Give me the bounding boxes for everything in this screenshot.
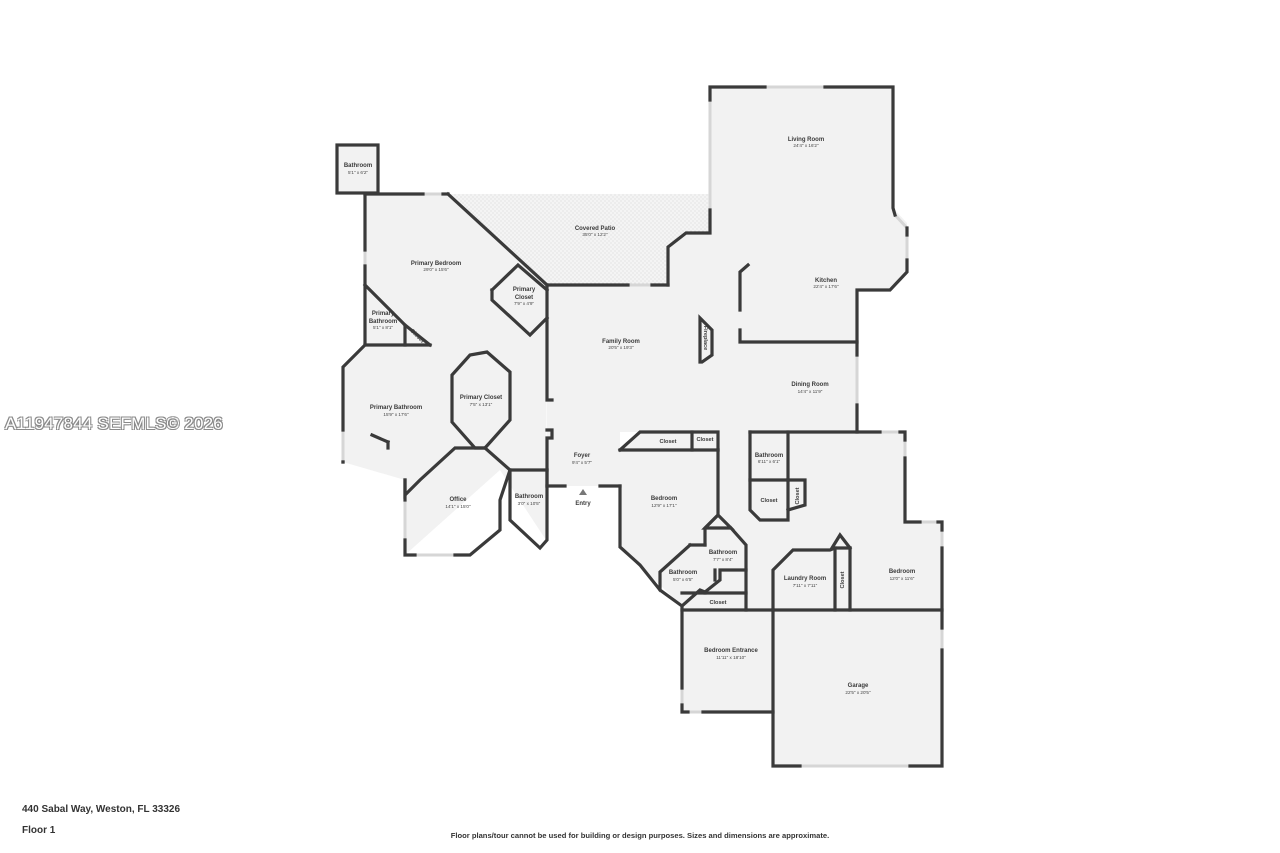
room-bathroom-mid1-dims: 7'7" x 8'4" <box>713 557 733 562</box>
room-bathroom-hall-name: Bathroom <box>515 494 543 500</box>
room-garage-dims: 22'5" x 20'5" <box>845 690 871 695</box>
room-laundry-room-name: Laundry Room <box>784 576 826 582</box>
room-bedroom-left-dims: 12'9" x 17'1" <box>651 503 677 508</box>
room-primary-bathroom-dims: 15'9" x 17'6" <box>383 412 409 417</box>
room-primary-closet-small-name1: Primary <box>513 287 536 293</box>
property-address: 440 Sabal Way, Weston, FL 33326 <box>22 804 181 815</box>
room-bathroom-mid1-name: Bathroom <box>709 550 737 556</box>
room-primary-bathroom-small-dims: 5'1" x 8'1" <box>373 325 393 330</box>
covered-patio-floor <box>448 194 710 285</box>
room-bathroom-mid2-dims: 5'0" x 6'5" <box>673 577 693 582</box>
closet-label: Closet <box>795 487 801 504</box>
entry-arrow-icon <box>579 489 587 495</box>
room-bedroom-entrance-dims: 11'11" x 18'10" <box>716 655 746 660</box>
room-primary-closet-dims: 7'5" x 13'1" <box>470 402 493 407</box>
room-dining-room-name: Dining Room <box>791 382 828 388</box>
room-living-room-name: Living Room <box>788 137 824 143</box>
room-bathroom-top-name: Bathroom <box>344 163 372 169</box>
closet-label: Closet <box>709 600 726 606</box>
room-office-name: Office <box>449 497 467 503</box>
closet-label: Closet <box>659 439 676 445</box>
room-labels: Bathroom 5'1" x 6'2" Living Room 24'4" x… <box>344 137 915 695</box>
room-bedroom-right-dims: 12'0" x 11'6" <box>890 576 915 581</box>
room-bedroom-entrance-name: Bedroom Entrance <box>704 648 758 654</box>
room-garage-name: Garage <box>848 683 869 689</box>
room-bedroom-right-name: Bedroom <box>889 569 915 575</box>
room-living-room-dims: 24'4" x 16'2" <box>793 143 819 148</box>
room-primary-bedroom-dims: 29'0" x 15'6" <box>423 267 449 272</box>
room-primary-bathroom-name: Primary Bathroom <box>370 405 422 411</box>
room-primary-bathroom-small-name1: Primary <box>372 311 395 317</box>
room-primary-closet-small-dims: 7'9" x 4'9" <box>514 301 534 306</box>
room-primary-closet-small-name2: Closet <box>515 295 533 301</box>
room-bathroom-hall-dims: 3'0" x 10'5" <box>518 501 541 506</box>
room-bathroom-right-dims: 6'11" x 6'1" <box>758 459 781 464</box>
room-bathroom-right-name: Bathroom <box>755 453 783 459</box>
room-laundry-room-dims: 7'11" x 7'11" <box>793 583 818 588</box>
room-primary-bedroom-name: Primary Bedroom <box>411 261 461 267</box>
windows <box>341 85 944 768</box>
room-primary-closet-name: Primary Closet <box>460 395 502 401</box>
fireplace-label: Fireplace <box>702 326 708 351</box>
floor-fill <box>337 87 942 766</box>
closet-label: Closet <box>696 437 713 443</box>
watermark: A11947844 SEFMLS© 2026 <box>5 414 223 433</box>
room-foyer-dims: 9'4" x 5'7" <box>572 460 592 465</box>
entry-label: Entry <box>575 501 591 507</box>
room-bedroom-left-name: Bedroom <box>651 496 677 502</box>
floor-label: Floor 1 <box>22 825 56 836</box>
disclaimer: Floor plans/tour cannot be used for buil… <box>450 831 830 840</box>
room-bathroom-mid2-name: Bathroom <box>669 570 697 576</box>
closet-label: Closet <box>840 571 846 588</box>
room-primary-bathroom-small-name2: Bathroom <box>369 319 397 325</box>
room-foyer-name: Foyer <box>574 453 591 459</box>
room-family-room-name: Family Room <box>602 339 640 345</box>
walls <box>335 85 944 768</box>
closet-label: Closet <box>760 498 777 504</box>
room-kitchen-name: Kitchen <box>815 278 837 284</box>
room-family-room-dims: 20'5" x 19'3" <box>608 345 634 350</box>
room-office-dims: 14'1" x 15'0" <box>445 504 471 509</box>
room-bathroom-top-dims: 5'1" x 6'2" <box>348 170 368 175</box>
room-covered-patio-dims: 35'0" x 12'2" <box>582 232 608 237</box>
room-dining-room-dims: 14'4" x 11'9" <box>798 389 823 394</box>
room-kitchen-dims: 22'4" x 17'6" <box>813 284 839 289</box>
room-covered-patio-name: Covered Patio <box>575 226 616 232</box>
